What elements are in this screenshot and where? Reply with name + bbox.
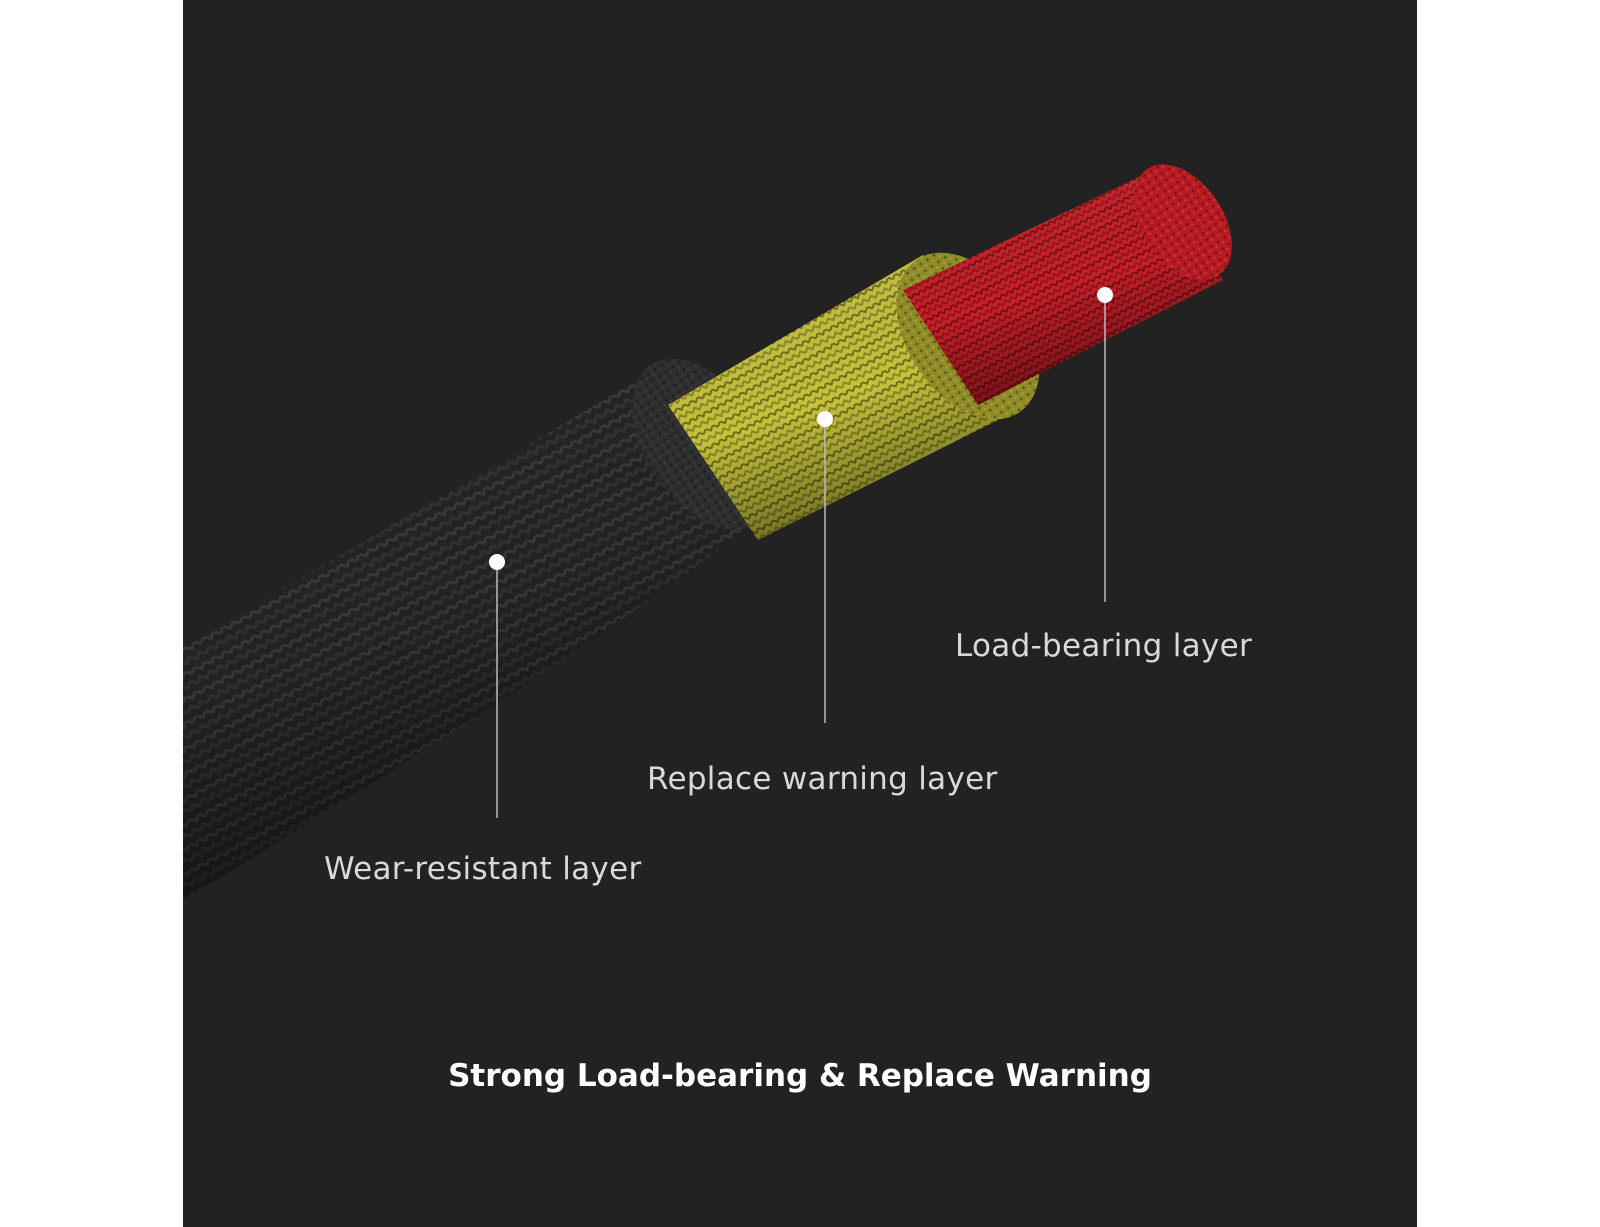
- load-bearing-layer-label: Load-bearing layer: [955, 628, 1253, 664]
- load-bearing-layer-shape: [903, 164, 1232, 405]
- callout-pointer-load-bearing: [1097, 287, 1113, 602]
- callout-pointer-wear-resistant: [489, 554, 505, 818]
- callout-pointer-replace-warning: [817, 411, 833, 723]
- replace-warning-layer-label: Replace warning layer: [647, 761, 998, 797]
- product-caption: Strong Load-bearing & Replace Warning: [448, 1058, 1152, 1094]
- wear-resistant-layer-label: Wear-resistant layer: [324, 851, 642, 887]
- rope-layers-illustration: [183, 164, 1232, 900]
- product-image-panel: Load-bearing layer Replace warning layer…: [183, 0, 1417, 1227]
